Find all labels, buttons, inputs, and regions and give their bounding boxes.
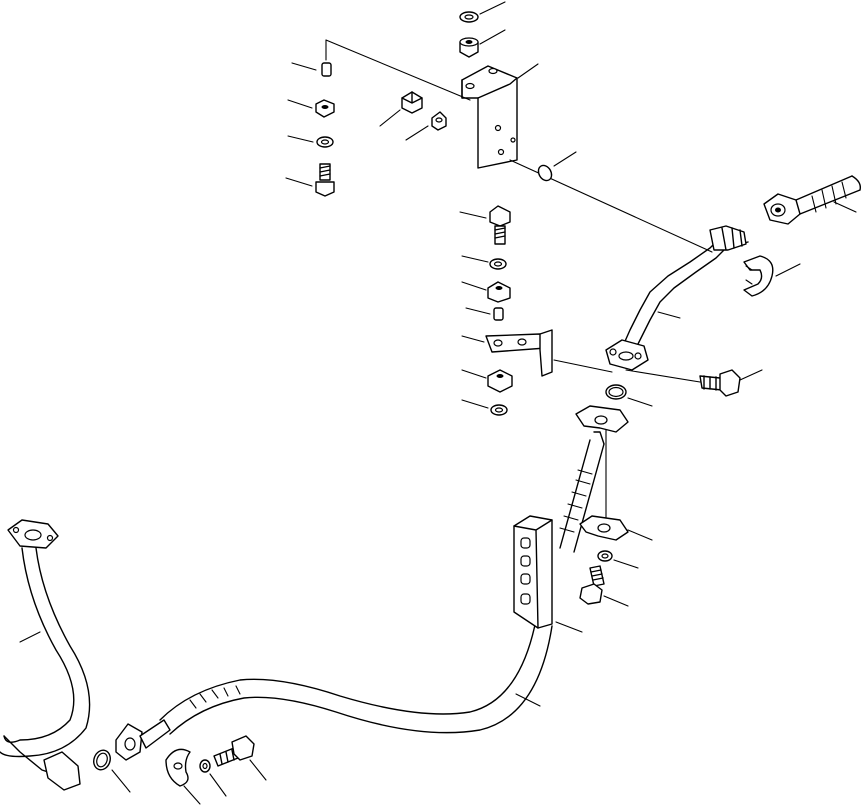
left-pipe [0,519,91,791]
lower-small-washer [199,759,227,797]
split-flange-lower [579,429,653,541]
upper-mounting-bracket [461,63,539,169]
hose-fitting-right [763,175,862,225]
middle-nut [461,281,511,303]
split-flange-upper [575,405,629,433]
middle-washer-2 [461,399,508,416]
lower-bolt [579,565,629,607]
middle-nut-2 [461,369,513,393]
lower-hose-fitting [115,719,171,761]
left-washer [287,135,334,148]
o-ring-lower [93,749,131,793]
hose-flange-upper [605,339,649,371]
lower-flange-bolt [213,735,267,781]
top-washer [459,1,506,23]
lower-washer [597,550,639,569]
middle-spacer [465,307,504,321]
middle-bolt [459,205,511,245]
left-bolt [285,163,335,197]
hose-support-plate [513,515,583,633]
top-nut [459,29,506,58]
flange-bolt [625,369,763,397]
o-ring-upper [605,384,653,407]
lower-hose [159,431,605,735]
bracket-washer [405,111,447,141]
small-grommet [537,151,577,182]
angle-bracket [461,329,553,377]
left-spacer [291,62,332,77]
lower-split-flange [165,748,201,805]
upper-hose [621,225,749,353]
u-clamp [743,255,801,297]
left-nut [287,99,335,118]
bracket-nut [379,91,423,127]
middle-washer-1 [461,255,507,270]
